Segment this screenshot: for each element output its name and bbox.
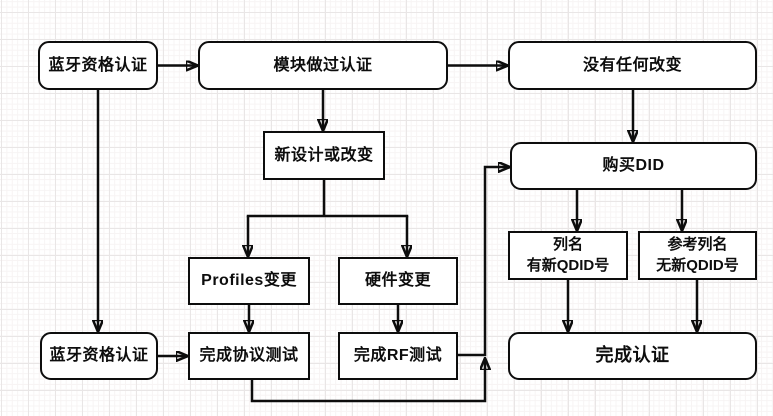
node-label: 蓝牙资格认证 — [49, 347, 149, 365]
node-label-line1: 参考列名 — [667, 236, 728, 254]
node-label-line2: 有新QDID号 — [526, 256, 610, 274]
node-label: 完成认证 — [595, 345, 670, 366]
node-hardware-change: 硬件变更 — [338, 257, 458, 305]
node-label: Profiles变更 — [201, 272, 297, 290]
node-label: 硬件变更 — [364, 272, 431, 290]
node-label: 没有任何改变 — [582, 56, 682, 74]
node-profiles-change: Profiles变更 — [188, 257, 310, 305]
node-reference-listing-no-qdid: 参考列名 无新QDID号 — [638, 231, 757, 280]
node-buy-did: 购买DID — [510, 142, 757, 190]
node-label: 模块做过认证 — [273, 56, 373, 74]
edge-rftest-buydid — [458, 167, 510, 357]
node-label: 购买DID — [602, 157, 665, 175]
node-certification-complete: 完成认证 — [508, 332, 757, 380]
node-label-line2: 无新QDID号 — [656, 256, 739, 274]
node-label: 完成RF测试 — [353, 347, 443, 365]
node-protocol-test-done: 完成协议测试 — [188, 332, 310, 380]
node-label: 新设计或改变 — [274, 146, 374, 164]
node-bluetooth-qualification-bottom: 蓝牙资格认证 — [40, 332, 158, 380]
node-label: 完成协议测试 — [199, 347, 299, 365]
node-label-line1: 列名 — [552, 236, 583, 254]
node-new-design-or-change: 新设计或改变 — [263, 131, 385, 180]
node-no-change: 没有任何改变 — [508, 41, 757, 90]
node-listed-new-qdid: 列名 有新QDID号 — [508, 231, 628, 280]
node-label: 蓝牙资格认证 — [48, 56, 148, 74]
node-bluetooth-qualification-top: 蓝牙资格认证 — [38, 41, 158, 90]
node-rf-test-done: 完成RF测试 — [338, 332, 458, 380]
node-module-certified: 模块做过认证 — [198, 41, 448, 90]
